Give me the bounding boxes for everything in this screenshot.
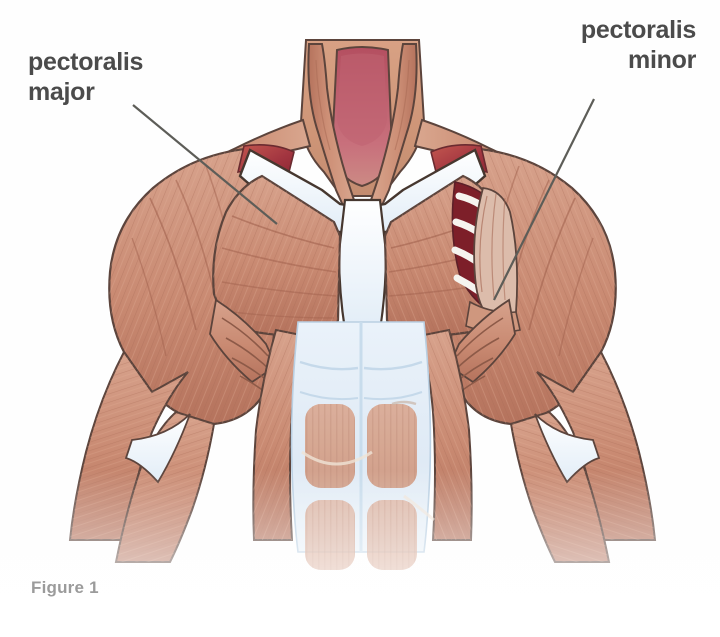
pectoralis-major-left [212, 174, 342, 338]
label-pectoralis-minor-line1: pectoralis [580, 16, 696, 44]
tendon-left-arm [124, 413, 191, 484]
tendon-right-arm [534, 413, 601, 484]
label-pectoralis-major-line1: pectoralis [28, 48, 144, 76]
label-pectoralis-minor-line2: minor [628, 46, 696, 74]
sternum [337, 198, 388, 332]
clavicle-sternum [238, 148, 487, 332]
serratus-anterior-left [209, 298, 281, 405]
label-pectoralis-major-line2: major [28, 78, 95, 106]
leader-line-pectoralis-minor [493, 98, 595, 301]
serratus-anterior-right [444, 298, 516, 405]
leader-line-pectoralis-major [132, 104, 278, 225]
figure-caption: Figure 1 [31, 578, 99, 597]
bottom-fade [0, 470, 720, 637]
